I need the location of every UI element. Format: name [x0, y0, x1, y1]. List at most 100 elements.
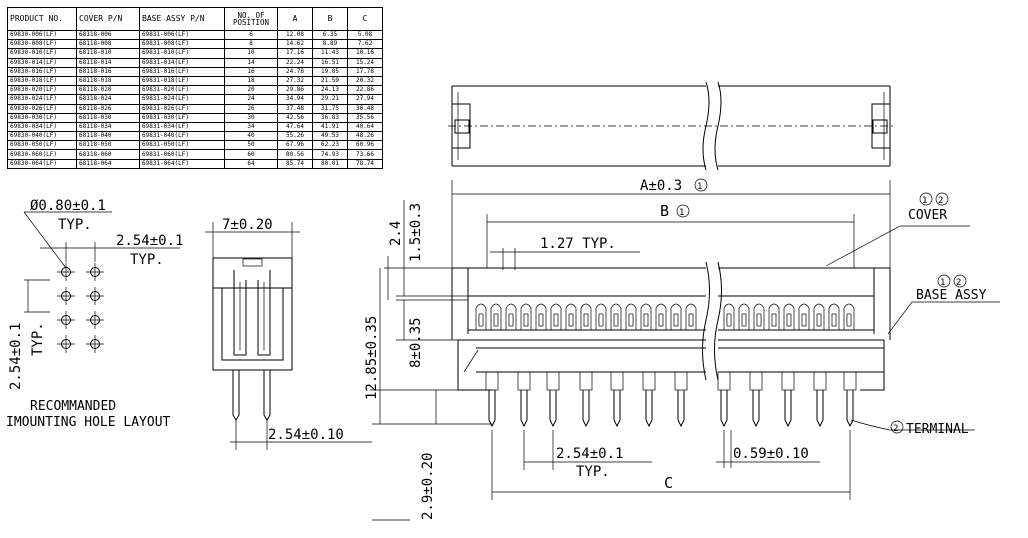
- hole-diameter-typ: TYP.: [58, 217, 92, 233]
- diameter-leader: [23, 211, 67, 269]
- contact-tooth: [828, 303, 840, 330]
- terminal-pin: [613, 390, 621, 428]
- pin-housing: [642, 371, 656, 391]
- terminal-pin: [784, 390, 792, 428]
- pin-housing: [749, 371, 763, 391]
- contact-tooth: [753, 303, 765, 330]
- side-body: [212, 288, 293, 371]
- contact-slot: [726, 313, 732, 327]
- contact-tooth: [550, 303, 562, 330]
- pin-housing: [674, 371, 688, 391]
- contact-tooth: [655, 303, 667, 330]
- product-table: PRODUCT NO. COVER P/N BASE ASSY P/N NO. …: [7, 7, 383, 169]
- side-pin-pitch-label: 2.54±0.10: [268, 427, 344, 443]
- contact-slot: [598, 313, 604, 327]
- contact-slot: [741, 313, 747, 327]
- dim-b-label: B: [660, 202, 669, 220]
- side-pin-right: [263, 370, 271, 421]
- table-header-row: PRODUCT NO. COVER P/N BASE ASSY P/N NO. …: [7, 7, 383, 31]
- contact-slot: [688, 313, 694, 327]
- dim-pin-length-label: 2.9±0.20: [420, 453, 436, 520]
- contact-tooth: [798, 303, 810, 330]
- table-cell: 60.96: [347, 140, 383, 151]
- contact-tooth: [565, 303, 577, 330]
- table-cell: 78.74: [347, 158, 383, 169]
- pin-housing: [843, 371, 857, 391]
- contact-tooth: [723, 303, 735, 330]
- side-width-label: 7±0.20: [222, 217, 273, 233]
- pin-housing: [813, 371, 827, 391]
- dim-base-height-label: 8±0.35: [408, 317, 424, 368]
- dim-total-height-label: 12.85±0.35: [364, 316, 380, 400]
- terminal-pin: [582, 390, 590, 428]
- svg-text:2: 2: [938, 196, 943, 206]
- pitch-v-typ: TYP.: [30, 322, 46, 356]
- contact-slot: [568, 313, 574, 327]
- table-cell: 40.64: [347, 121, 383, 133]
- contact-slot: [613, 313, 619, 327]
- base-assy-leader: [887, 301, 913, 335]
- terminal-leader: [850, 419, 975, 431]
- table-cell: 7.62: [347, 39, 383, 50]
- terminal-pin: [677, 390, 685, 428]
- terminal-pin: [488, 390, 496, 428]
- contact-tooth: [768, 303, 780, 330]
- contact-slot: [816, 313, 822, 327]
- contact-slot: [801, 313, 807, 327]
- pin-housing: [546, 371, 560, 391]
- front-view: A±0.3 1 B 1 1.27 TYP. 1 2 COVER 1 2 BASE…: [364, 178, 1000, 521]
- contact-tooth: [520, 303, 532, 330]
- cover-label: COVER: [908, 208, 947, 223]
- terminal-pin: [645, 390, 653, 428]
- contact-tooth: [813, 303, 825, 330]
- dim-pin-width-label: 0.59±0.10: [733, 446, 809, 462]
- dim-cover-height-label: 2.4: [388, 221, 404, 246]
- contact-slot: [756, 313, 762, 327]
- contact-tooth: [505, 303, 517, 330]
- contact-tooth: [738, 303, 750, 330]
- hole-diameter-label: Ø0.80±0.1: [30, 198, 106, 214]
- pin-housing: [485, 371, 499, 391]
- contact-slot: [493, 313, 499, 327]
- terminal-pin: [752, 390, 760, 428]
- dim-top-height-label: 1.5±0.3: [408, 203, 424, 262]
- contact-tooth: [640, 303, 652, 330]
- contact-slot: [831, 313, 837, 327]
- side-view: 7±0.20 2.54±0.10: [205, 217, 372, 450]
- pitch-127-label: 1.27 TYP.: [540, 236, 616, 252]
- table-cell: 73.66: [347, 149, 383, 160]
- contact-slot: [508, 313, 514, 327]
- terminal-pin: [816, 390, 824, 428]
- side-pin-left: [232, 370, 240, 421]
- contact-tooth: [843, 303, 855, 330]
- pin-housing: [717, 371, 731, 391]
- pitch-v-label: 2.54±0.1: [8, 323, 24, 390]
- pin-housing: [610, 371, 624, 391]
- contact-tooth: [595, 303, 607, 330]
- terminal-pins: [485, 371, 857, 428]
- terminal-pin: [846, 390, 854, 428]
- pin-housing: [781, 371, 795, 391]
- contact-slot: [478, 313, 484, 327]
- contact-slot: [658, 313, 664, 327]
- side-cover: [212, 257, 293, 289]
- svg-text:2: 2: [956, 278, 961, 288]
- contact-tooth: [490, 303, 502, 330]
- contact-slot: [538, 313, 544, 327]
- contact-tooth: [535, 303, 547, 330]
- contact-teeth: [475, 303, 855, 330]
- svg-text:1: 1: [922, 196, 927, 206]
- contact-slot: [583, 313, 589, 327]
- table-cell: 10.16: [347, 48, 383, 59]
